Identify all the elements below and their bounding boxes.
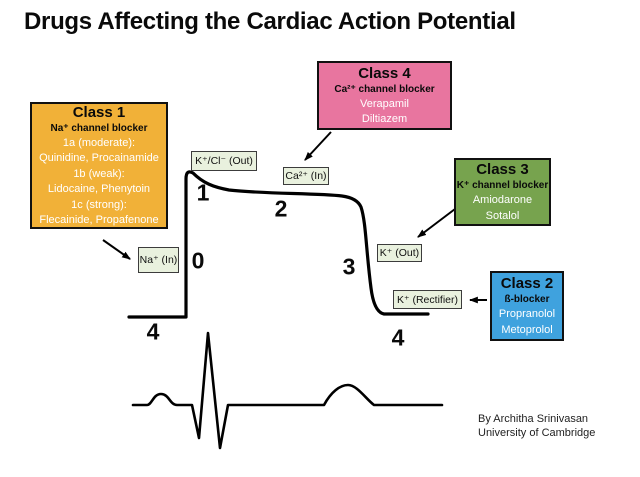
phase-2-number: 2: [274, 195, 288, 222]
class3-title: Class 3: [476, 161, 529, 178]
page-title: Drugs Affecting the Cardiac Action Poten…: [24, 8, 516, 35]
phase-0-number: 0: [191, 247, 205, 274]
class1-line: Lidocaine, Phenytoin: [47, 183, 151, 195]
class4-line: Diltiazem: [361, 113, 408, 125]
phase-4-right-number: 4: [391, 324, 405, 351]
label-k-out: K⁺ (Out): [377, 244, 422, 262]
class3-subtitle: K⁺ channel blocker: [456, 180, 549, 191]
class1-box: Class 1 Na⁺ channel blocker 1a (moderate…: [30, 102, 168, 229]
class2-box: Class 2 ß-blocker Propranolol Metoprolol: [490, 271, 564, 341]
class1-line: 1a (moderate):: [62, 136, 136, 149]
class3-line: Amiodarone: [472, 194, 533, 206]
class1-title: Class 1: [72, 103, 126, 121]
class1-line: Flecainide, Propafenone: [39, 214, 159, 226]
phase-4-left-number: 4: [146, 318, 160, 345]
label-ca-in: Ca²⁺ (In): [283, 167, 329, 185]
label-k-cl-out: K⁺/Cl⁻ (Out): [191, 151, 257, 171]
class1-line: 1c (strong):: [71, 198, 127, 211]
class1-subtitle: Na⁺ channel blocker: [50, 122, 148, 134]
arrow-class4-to-ca: [304, 131, 332, 161]
attribution-author: By Architha Srinivasan: [478, 413, 589, 425]
attribution-institution: University of Cambridge: [478, 427, 596, 439]
class3-box: Class 3 K⁺ channel blocker Amiodarone So…: [454, 158, 551, 226]
ecg-trace: [131, 331, 444, 450]
class4-subtitle: Ca²⁺ channel blocker: [334, 83, 435, 95]
arrow-class3-to-kout: [417, 208, 456, 238]
arrow-class1-to-na: [102, 239, 131, 260]
attribution: By Architha Srinivasan University of Cam…: [478, 412, 595, 440]
class1-line: Quinidine, Procainamide: [39, 152, 159, 164]
phase-3-number: 3: [342, 253, 356, 280]
label-k-rectifier: K⁺ (Rectifier): [393, 290, 462, 309]
class3-line: Sotalol: [485, 209, 520, 222]
class2-title: Class 2: [500, 275, 554, 292]
label-na-in: Na⁺ (In): [138, 247, 179, 273]
class1-line: 1b (weak):: [73, 167, 125, 180]
class4-title: Class 4: [358, 64, 411, 82]
class2-line: Metoprolol: [501, 323, 553, 336]
class2-subtitle: ß-blocker: [504, 294, 550, 305]
action-potential-curve: [127, 170, 430, 319]
class2-line: Propranolol: [498, 308, 556, 320]
class4-box: Class 4 Ca²⁺ channel blocker Verapamil D…: [317, 61, 452, 130]
phase-1-number: 1: [196, 179, 210, 206]
class4-line: Verapamil: [360, 97, 409, 110]
